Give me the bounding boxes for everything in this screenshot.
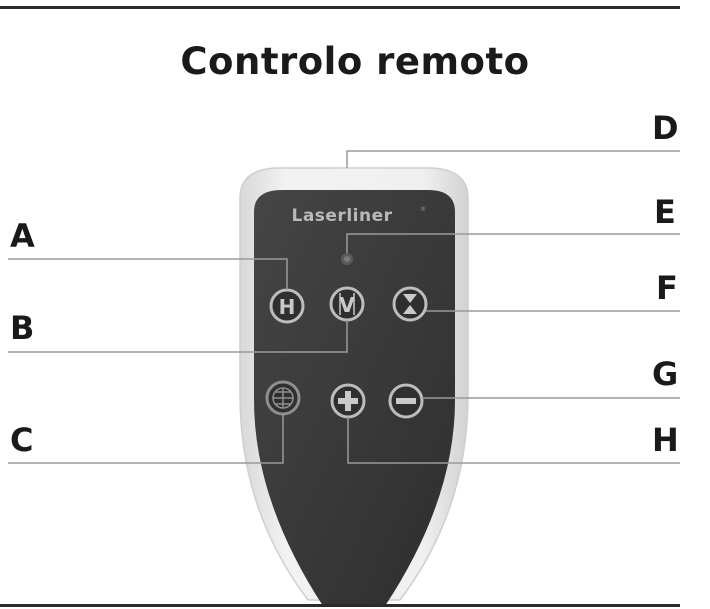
minus-icon [396,398,416,404]
bottom-rule [0,604,680,607]
grid-button[interactable] [265,380,301,416]
callout-h: H [652,421,679,459]
v-mode-button[interactable]: V [329,286,365,322]
page-title: Controlo remoto [180,40,530,83]
callout-e: E [654,193,676,231]
v-mode-icon: V [339,293,355,317]
callout-f: F [656,269,678,307]
scan-button[interactable] [392,286,428,322]
minus-button[interactable] [388,383,424,419]
scan-icon [403,294,417,314]
leader-e [346,233,680,253]
callout-g: G [652,355,679,393]
leader-d [346,150,680,168]
grid-icon [272,387,294,409]
leader-b [8,320,348,353]
plus-button[interactable] [330,383,366,419]
plus-icon [338,391,358,411]
brand-logo: Laserliner [291,206,392,226]
callout-c: C [10,421,34,459]
leader-a [8,258,288,290]
top-rule [0,6,680,9]
registered-mark: ® [420,206,426,213]
leader-c [8,414,284,464]
h-mode-button[interactable]: H [269,288,305,324]
callout-a: A [10,217,35,255]
callout-b: B [10,309,35,347]
leader-lines [8,150,680,464]
leader-h [347,417,680,464]
h-mode-icon: H [279,295,296,319]
callout-d: D [652,109,679,147]
